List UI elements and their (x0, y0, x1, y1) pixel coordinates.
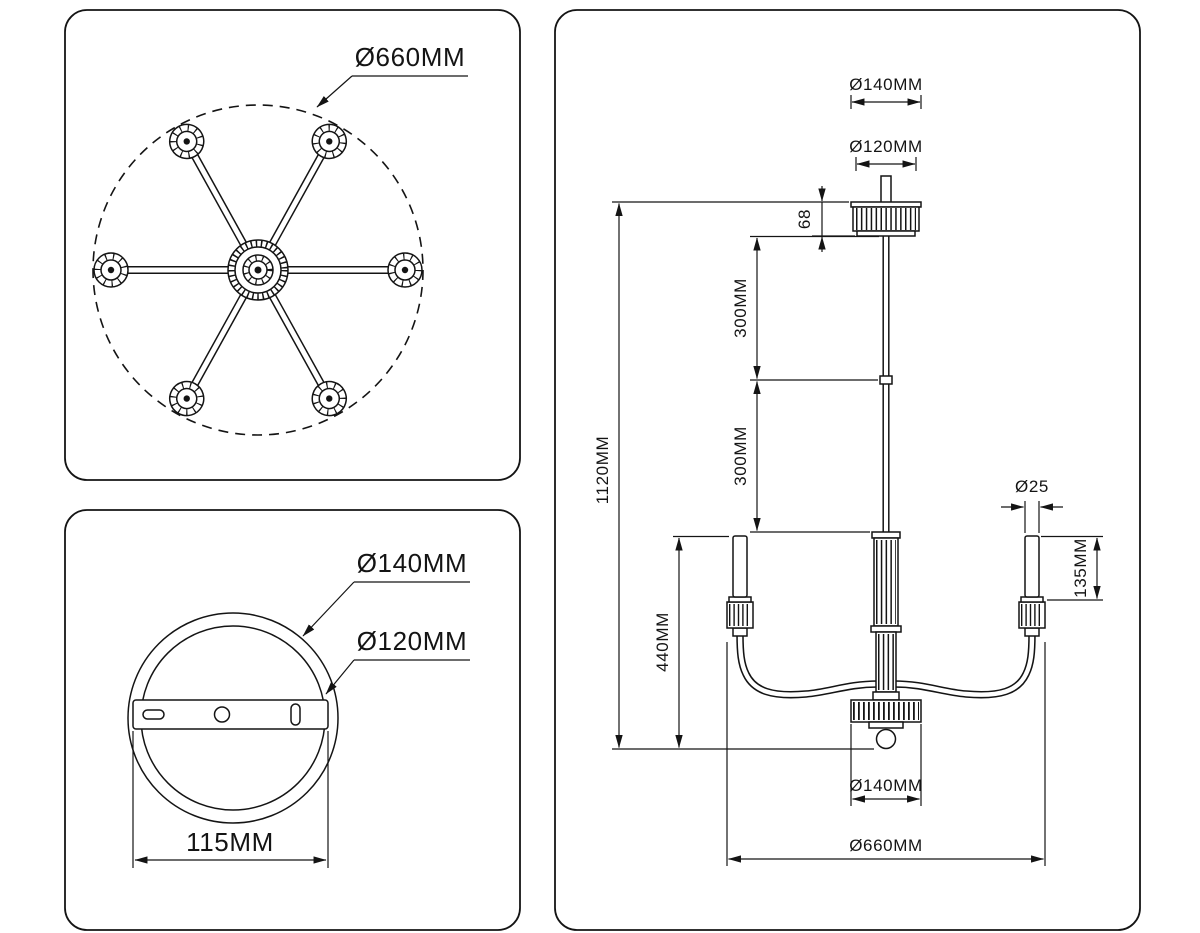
rod-coupling (879, 375, 893, 385)
panel-mount-view: Ø140MM Ø120MM 115MM (64, 509, 521, 931)
canopy-inner-diameter-dimension: Ø120MM (849, 137, 923, 171)
finial (875, 728, 897, 750)
overall-diameter-label: Ø660MM (355, 42, 466, 72)
candle-diameter-label: Ø25 (1015, 477, 1049, 496)
center-hub (227, 239, 289, 301)
left-candle (726, 535, 754, 637)
bracket-slot-right (290, 703, 301, 726)
stem-lower-dimension: 300MM (731, 380, 870, 533)
mounting-bracket (132, 699, 329, 730)
arm (93, 252, 228, 288)
hub-diameter-dimension: Ø140MM (849, 724, 923, 806)
canopy-inner-diameter-label: Ø120MM (849, 137, 923, 156)
arm (269, 294, 348, 417)
body-height-dimension: 440MM (653, 535, 729, 749)
ceiling-stem (880, 175, 892, 205)
leader-arrow (325, 659, 355, 695)
leader-arrow (316, 75, 353, 108)
bulb-holder (168, 380, 205, 417)
central-body (850, 531, 922, 750)
overall-width-dimension: Ø660MM (726, 642, 1046, 866)
candle-height-dimension: 135MM (1041, 535, 1103, 601)
bulb-holder (168, 123, 205, 160)
leader-arrow (302, 581, 355, 637)
stem-upper-dimension: 300MM (731, 235, 879, 381)
bracket-slot-left (142, 709, 165, 720)
bulb-holder (93, 252, 129, 288)
bracket-width-label: 115MM (186, 827, 274, 857)
canopy-diameter-label: Ø140MM (849, 75, 923, 94)
bulb-holder (387, 252, 423, 288)
panel-side-view: Ø140MM Ø120MM 68 300MM 30 (554, 9, 1141, 931)
panel-border (64, 9, 521, 481)
total-height-dimension: 1120MM (593, 202, 874, 750)
mount-outer-diameter-label: Ø140MM (357, 548, 468, 578)
arm (168, 123, 247, 246)
mount-inner-diameter-label: Ø120MM (357, 626, 468, 656)
canopy (850, 201, 922, 237)
total-height-label: 1120MM (593, 436, 612, 504)
right-candle (1018, 535, 1046, 637)
hub-diameter-label: Ø140MM (849, 776, 923, 795)
arms (93, 123, 423, 417)
stem-lower-label: 300MM (731, 426, 750, 486)
arm (269, 123, 348, 246)
stem-upper-label: 300MM (731, 278, 750, 338)
canopy-height-label: 68 (795, 209, 814, 229)
candle-height-label: 135MM (1071, 538, 1090, 598)
arm (288, 252, 423, 288)
bracket-center-hole (213, 706, 231, 723)
panel-border (554, 9, 1141, 931)
hub-disc (850, 699, 922, 723)
panel-top-view: Ø660MM (64, 9, 521, 481)
candle-diameter-dimension: Ø25 (1001, 477, 1063, 533)
arm (168, 294, 247, 417)
canopy-diameter-dimension: Ø140MM (849, 75, 923, 109)
bulb-holder (311, 380, 348, 417)
bulb-holder (311, 123, 348, 160)
bracket-width-dimension: 115MM (132, 731, 329, 868)
body-height-label: 440MM (653, 612, 672, 672)
overall-width-label: Ø660MM (849, 836, 923, 855)
overall-diameter-dashed-circle (92, 104, 424, 436)
